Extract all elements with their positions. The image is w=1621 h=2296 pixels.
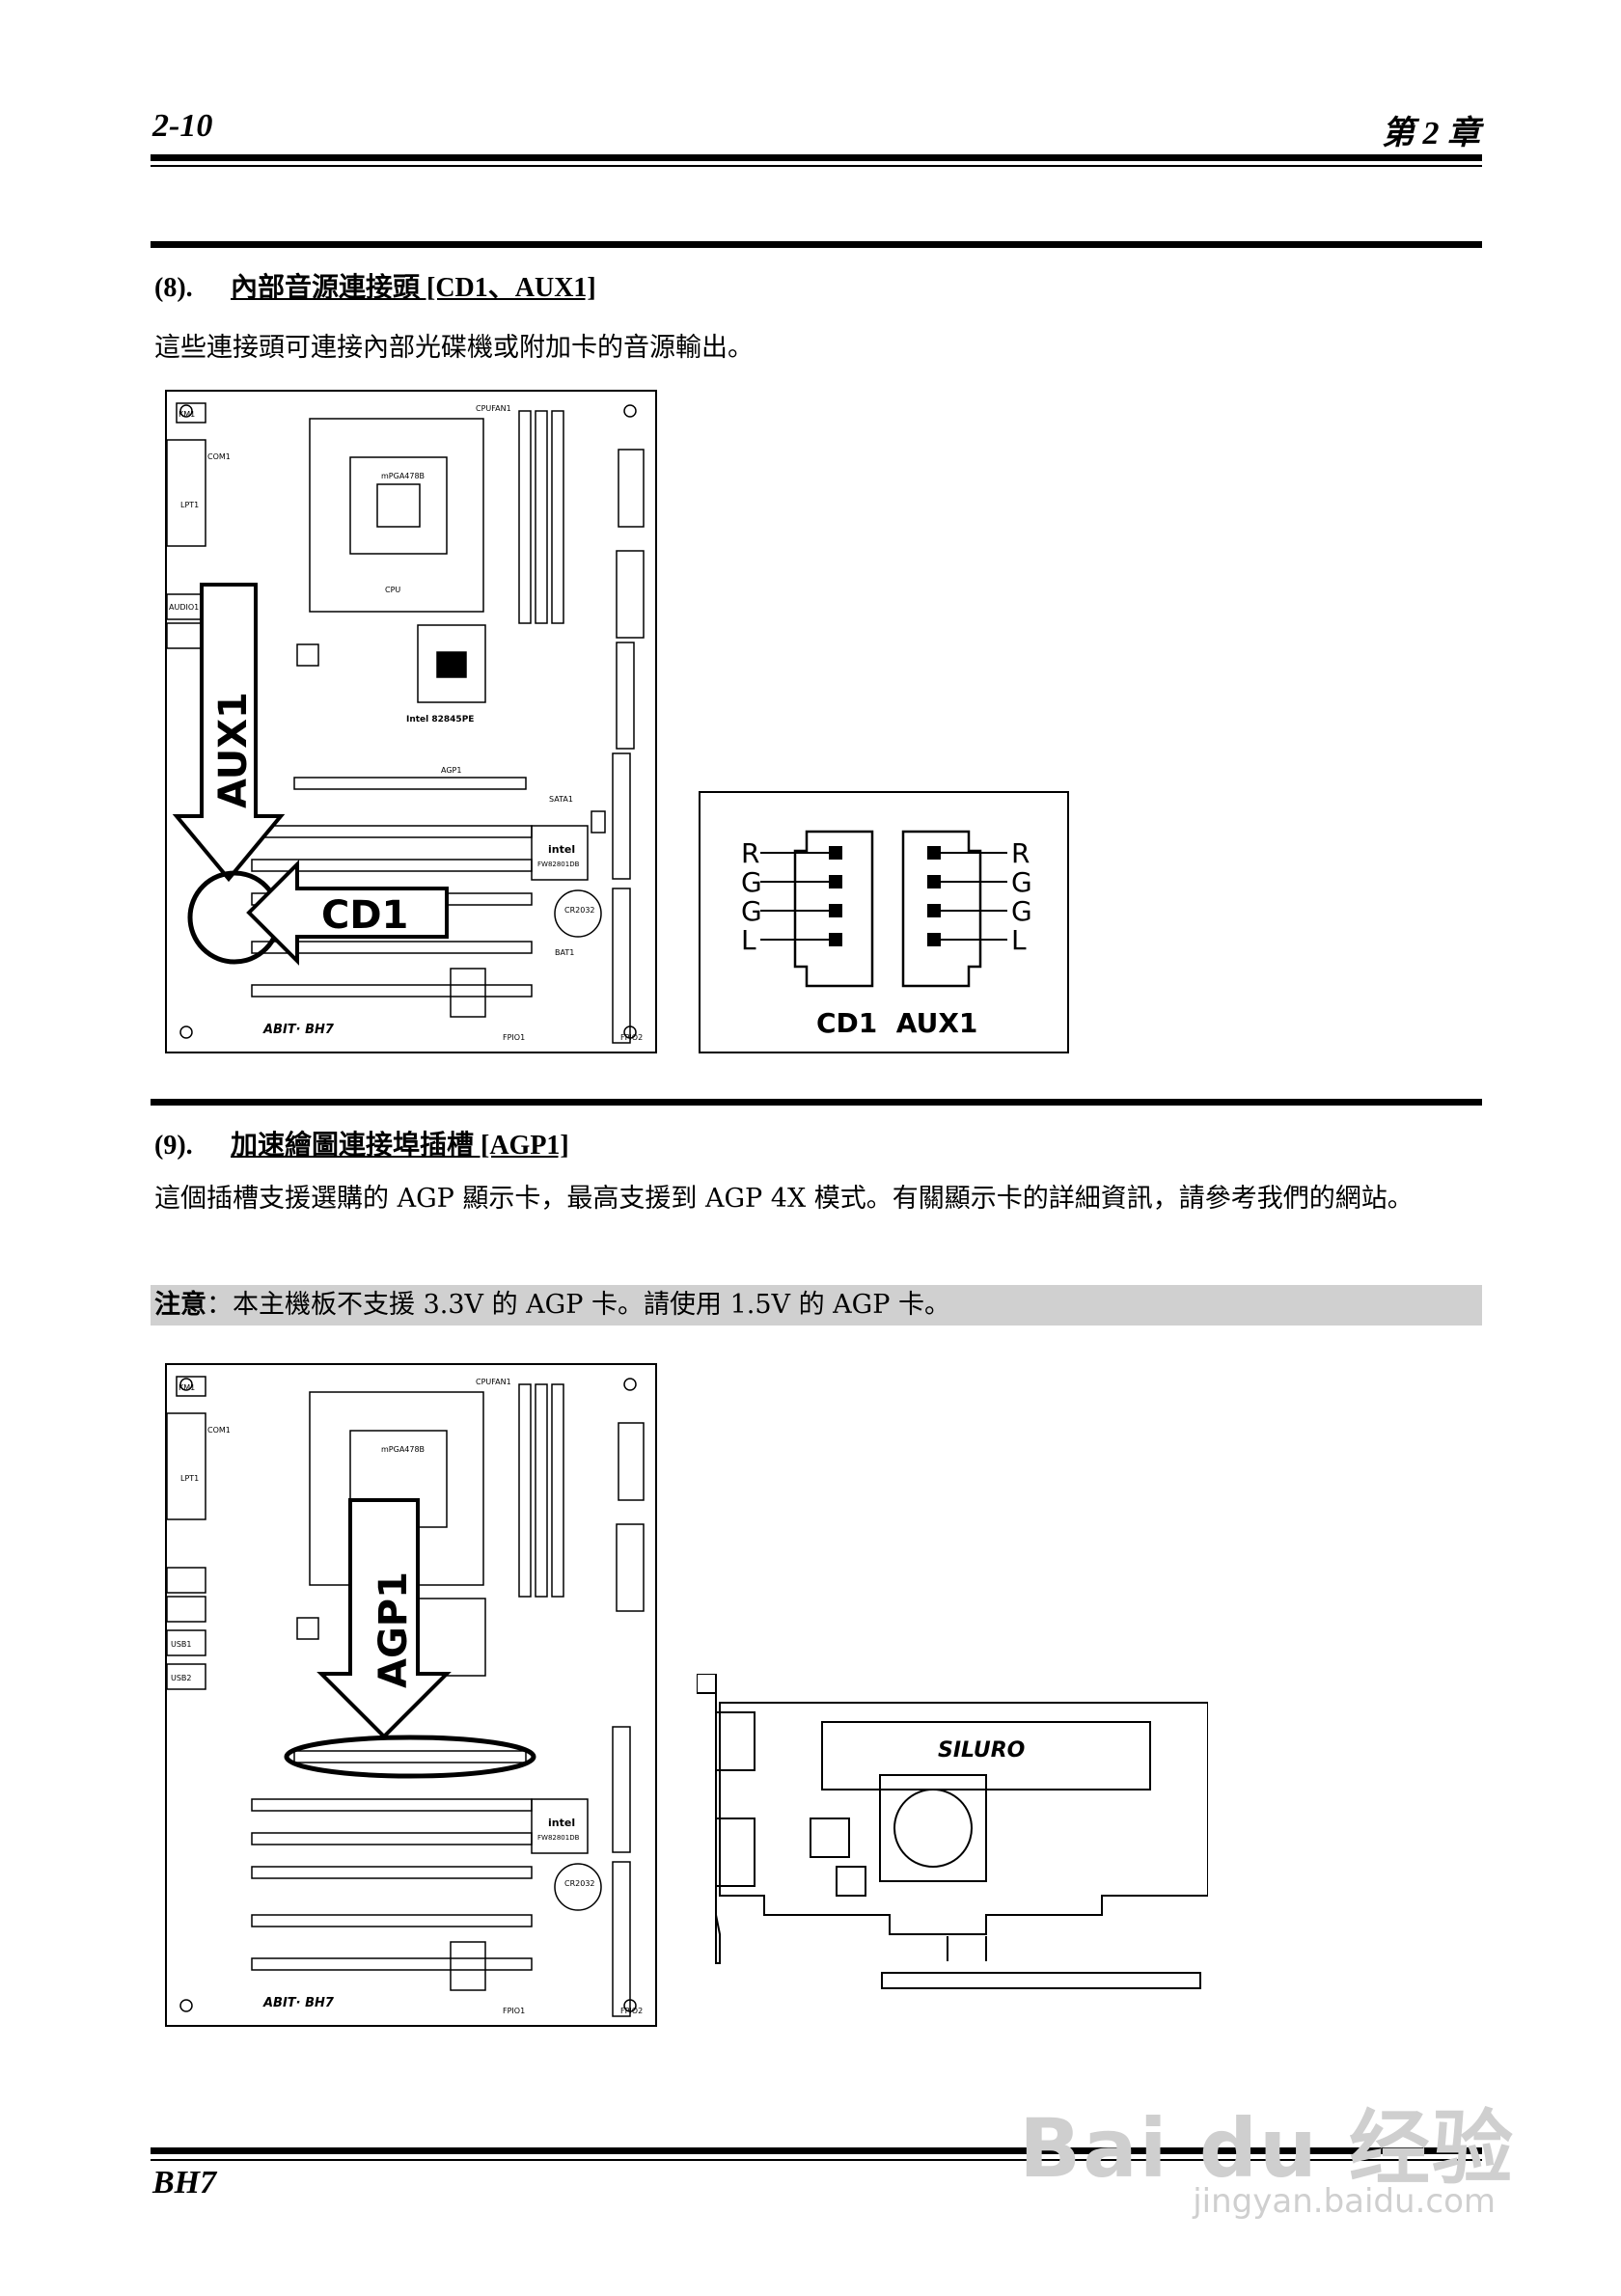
left-pin-3: G [741,895,762,927]
cpufan-label-2: CPUFAN1 [476,1378,511,1386]
note-label: 注意 [154,1290,206,1320]
com1-label: COM1 [207,452,231,461]
baidu-watermark-logo: Bai du 经验 [1019,2101,1515,2196]
agp1-callout-arrow [316,1498,452,1739]
note-text: ：本主機板不支援 3.3V 的 AGP 卡。請使用 1.5V 的 AGP 卡。 [206,1290,951,1320]
footer-rule-thin [151,2159,1482,2161]
lpt1-label-2: LPT1 [180,1474,199,1483]
section8-rule [151,241,1482,248]
right-pin-3: G [1011,895,1032,927]
motherboard-diagram-1-svg: KM1 COM1 LPT1 AUDIO1 CPUFAN1 mPGA478B CP… [166,402,645,1044]
ich-label: intel [548,843,575,856]
km1-label-2: KM1 [179,1383,195,1392]
agp-label: AGP1 [441,766,461,775]
ich-label-2: intel [548,1817,575,1829]
fpio2-label: FPIO2 [620,1033,643,1042]
ich-model-label: FW82801DB [537,861,580,868]
section8-number: (8). [154,273,193,303]
aux1-callout-arrow [172,583,286,883]
socket-label-2: mPGA478B [381,1445,425,1454]
section8-heading: 內部音源連接頭 [CD1、AUX1] [231,273,596,303]
usb1-label-2: USB1 [171,1640,192,1649]
battery-label-2: CR2032 [564,1879,595,1888]
brand-label-2: ABIT· BH7 [262,1996,335,2010]
header-rule-thick [151,154,1482,161]
cpufan-label: CPUFAN1 [476,404,511,413]
aux1-callout-label: AUX1 [211,692,256,808]
note-bar: 注意：本主機板不支援 3.3V 的 AGP 卡。請使用 1.5V 的 AGP 卡… [151,1285,1482,1326]
chapter-label: 第 2 章 [1382,116,1480,151]
motherboard-diagram-2: KM1 COM1 LPT1 USB1 USB2 CPUFAN1 mPGA478B… [165,1363,657,2027]
cd1-callout-label: CD1 [321,893,408,938]
footer-model: BH7 [152,2165,217,2200]
bat1-label: BAT1 [555,948,574,957]
agp1-callout-label: AGP1 [371,1572,416,1688]
footer-rule-thick [151,2147,1482,2154]
agp-card-svg: SILURO [696,1673,1209,1989]
section9-number: (9). [154,1131,193,1161]
right-pin-2: G [1011,866,1032,898]
left-pin-4: L [741,924,756,956]
pinout-diagram: R G G L R G G L CD1 AUX1 [699,791,1069,1053]
section9-body: 這個插槽支援選購的 AGP 顯示卡，最高支援到 AGP 4X 模式。有關顯示卡的… [154,1184,1414,1214]
section8-body: 這些連接頭可連接內部光碟機或附加卡的音源輸出。 [154,333,754,363]
fpio2-label-2: FPIO2 [620,2007,643,2015]
baidu-watermark-url: jingyan.baidu.com [1193,2182,1496,2221]
card-brand-label: SILURO [938,1738,1025,1763]
left-pin-2: G [741,866,762,898]
pinout-diagram-svg: R G G L R G G L CD1 AUX1 [741,830,1032,1039]
agp-card-drawing: SILURO [696,1673,1209,2021]
cpu-label: CPU [385,586,400,594]
fpio1-label: FPIO1 [503,1033,525,1042]
left-pin-1: R [741,837,759,869]
motherboard-diagram-2-svg: KM1 COM1 LPT1 USB1 USB2 CPUFAN1 mPGA478B… [166,1376,645,2017]
battery-label: CR2032 [564,906,595,915]
section9-rule [151,1099,1482,1106]
cd1-callout-arrow [246,860,449,966]
ich-model-label-2: FW82801DB [537,1834,580,1842]
chipset-label: Intel 82845PE [406,715,474,724]
header-rule-thin [151,165,1482,167]
right-pin-4: L [1011,924,1027,956]
agp1-highlight-ellipse [284,1735,536,1779]
right-pin-1: R [1011,837,1030,869]
lpt1-label: LPT1 [180,501,199,509]
motherboard-diagram-1: KM1 COM1 LPT1 AUDIO1 CPUFAN1 mPGA478B CP… [165,390,657,1053]
com1-label-2: COM1 [207,1426,231,1435]
brand-label: ABIT· BH7 [262,1023,335,1037]
page-number: 2-10 [152,108,213,144]
km1-label: KM1 [179,410,195,419]
section9-title: (9). 加速繪圖連接埠插槽 [AGP1] [154,1124,569,1162]
usb2-label-2: USB2 [171,1674,192,1682]
section9-heading: 加速繪圖連接埠插槽 [AGP1] [231,1131,569,1161]
sata-label: SATA1 [549,795,573,804]
section8-title: (8). 內部音源連接頭 [CD1、AUX1] [154,266,596,305]
pinout-caption: CD1 AUX1 [816,1007,977,1039]
audio1-label: AUDIO1 [169,603,199,612]
socket-label: mPGA478B [381,472,425,480]
fpio1-label-2: FPIO1 [503,2007,525,2015]
